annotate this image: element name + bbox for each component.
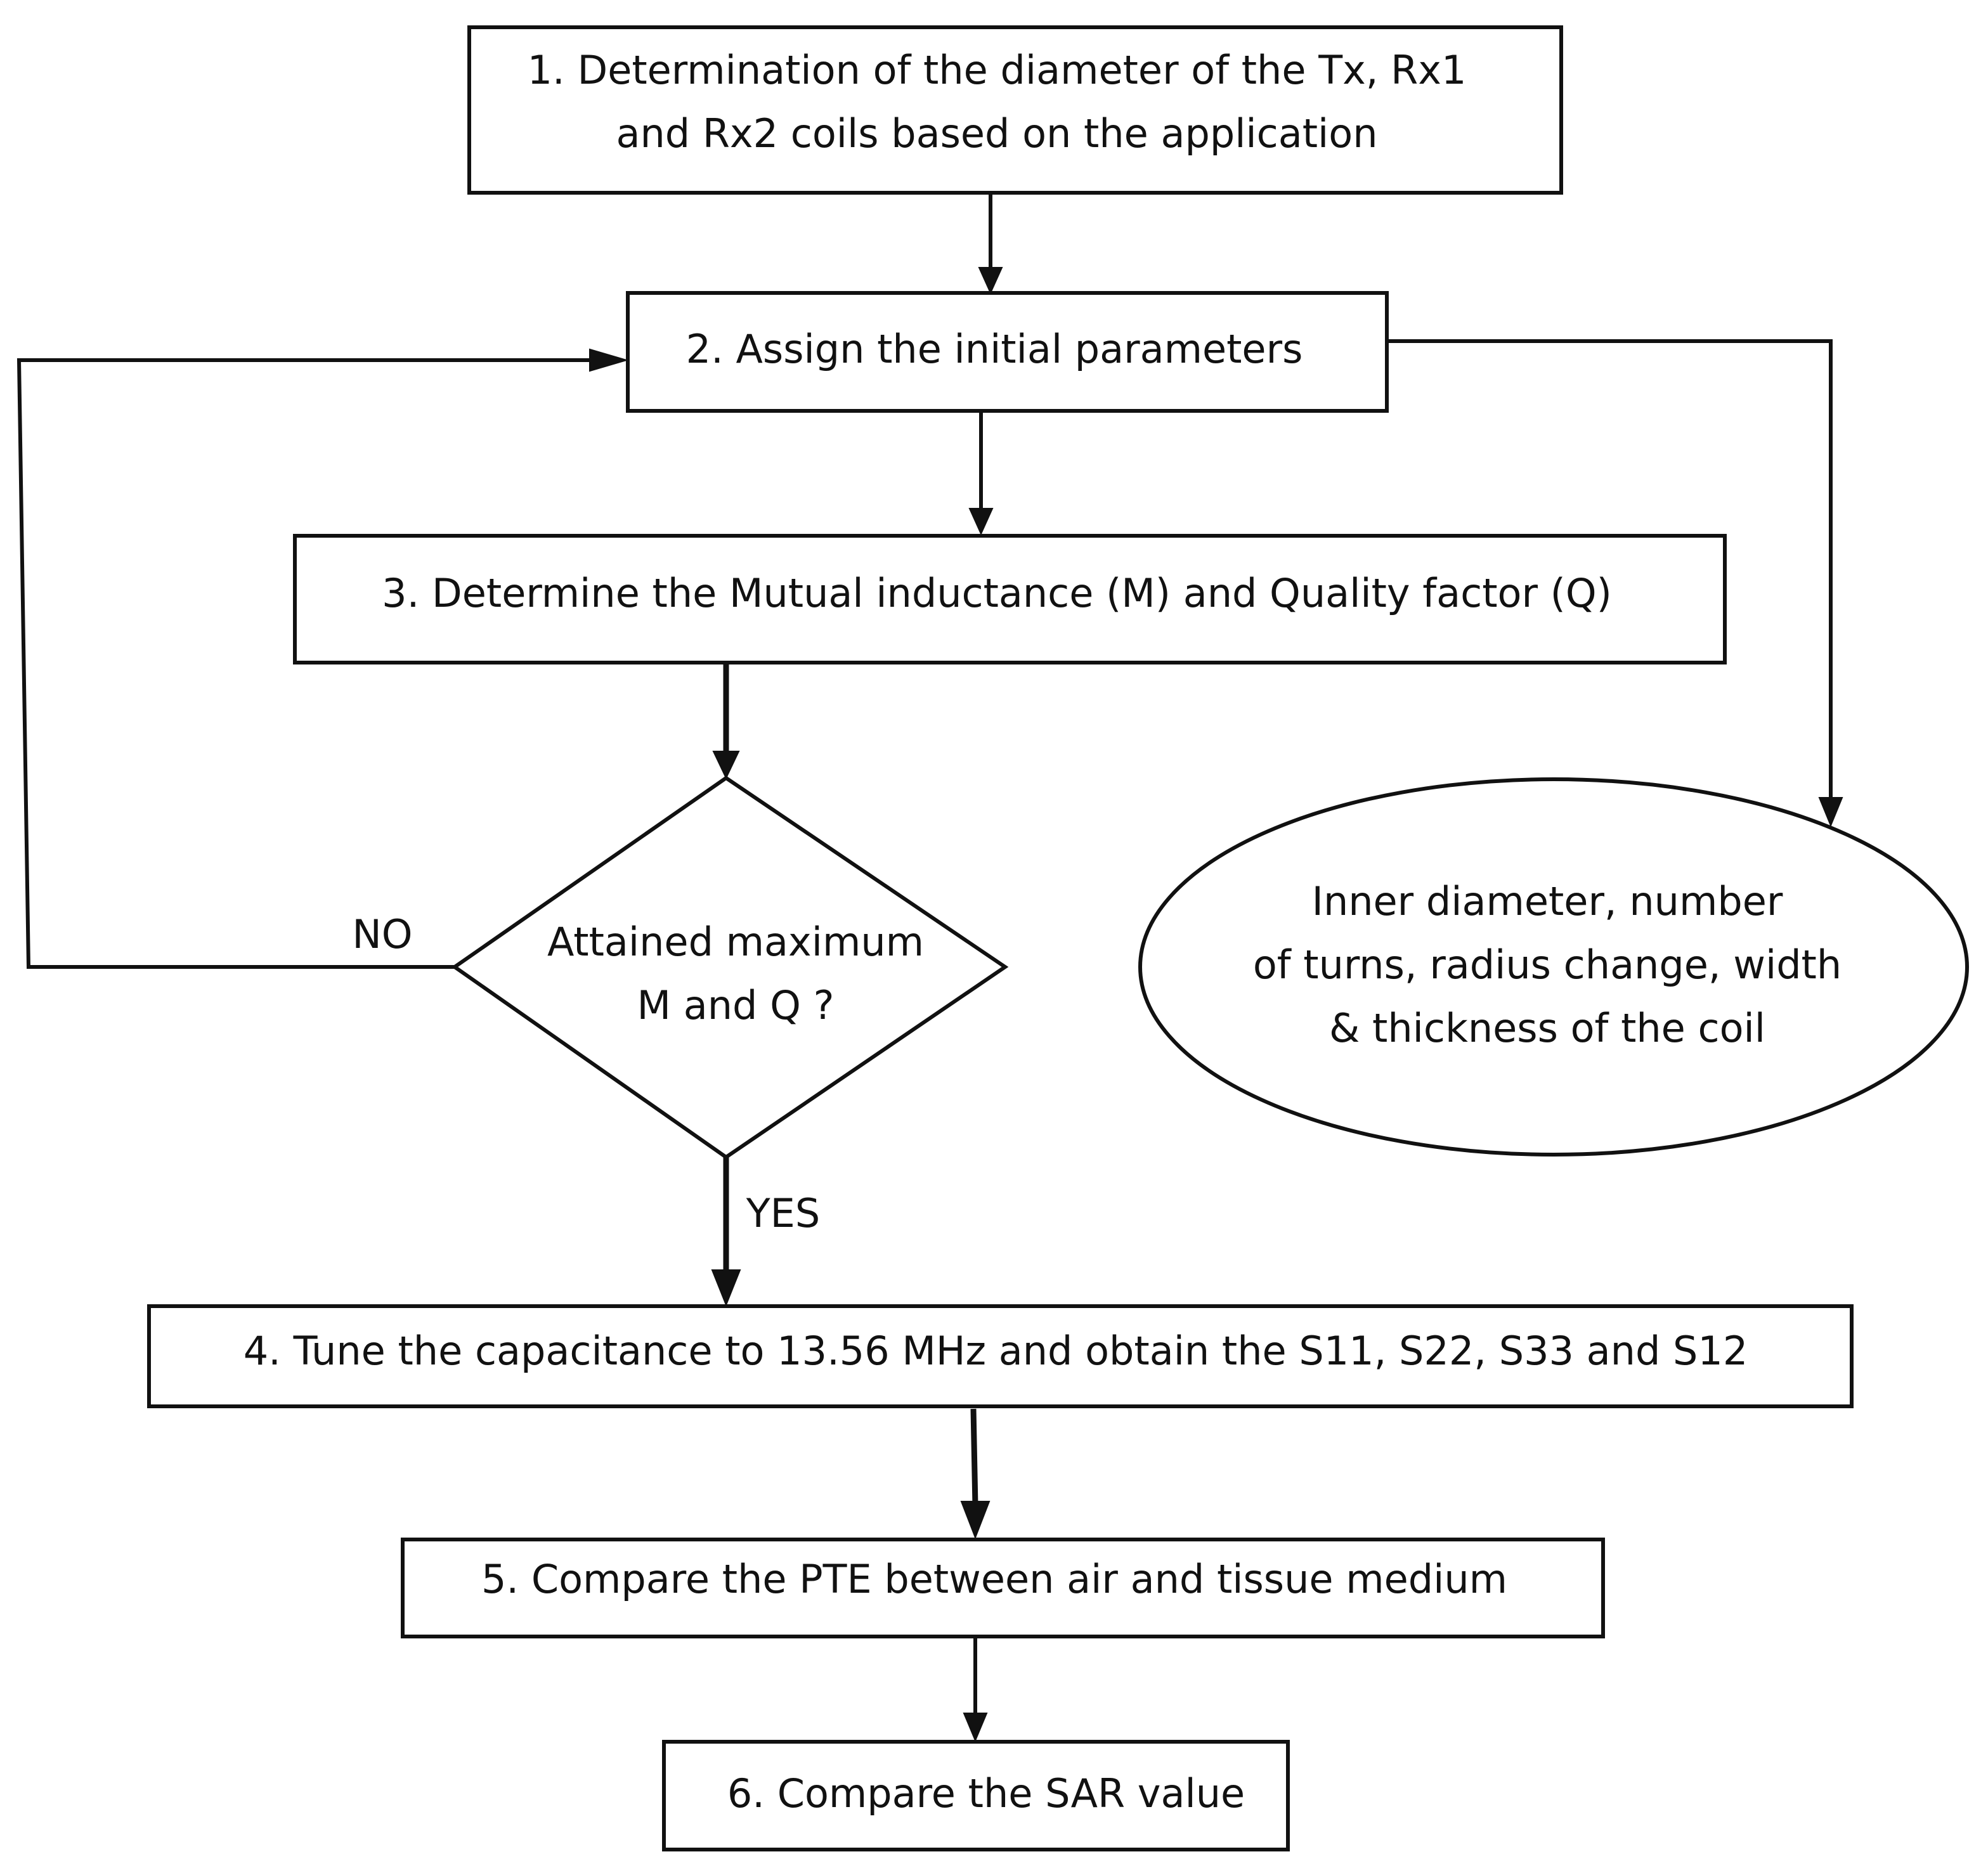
no-label: NO [352,911,412,957]
step5-label: 5. Compare the PTE between air and tissu… [481,1556,1507,1602]
parameters-line3: & thickness of the coil [1329,1005,1765,1051]
step1-box: 1. Determination of the diameter of the … [467,25,1563,195]
arrowhead-step3-top [968,508,994,536]
step5-box: 5. Compare the PTE between air and tissu… [401,1538,1605,1638]
decision-line1: Attained maximum [547,919,924,965]
arrowhead-step2-left [589,348,629,372]
decision-diamond: Attained maximum M and Q ? [451,775,1009,1160]
step3-box: 3. Determine the Mutual inductance (M) a… [293,534,1727,664]
connector-step2-to-parameters [1389,339,1833,802]
step4-label: 4. Tune the capacitance to 13.56 MHz and… [244,1328,1748,1374]
arrow-step4-to-step5 [970,1408,978,1507]
step3-label: 3. Determine the Mutual inductance (M) a… [382,570,1612,616]
connectors [16,195,1843,1742]
arrowhead-decision-top [712,751,740,780]
parameters-ellipse: Inner diameter, number of turns, radius … [1138,777,1969,1157]
arrowhead-step2-top [978,267,1003,295]
step1-line2: and Rx2 coils based on the application [616,110,1377,157]
decision-line2: M and Q ? [637,982,835,1028]
step6-box: 6. Compare the SAR value [662,1740,1290,1851]
arrowhead-step4-top [711,1269,741,1307]
parameters-line1: Inner diameter, number [1312,878,1783,924]
arrowhead-parameters-top [1818,797,1843,827]
step4-box: 4. Tune the capacitance to 13.56 MHz and… [147,1304,1854,1408]
yes-label: YES [746,1190,820,1236]
loop-no-to-step2 [16,358,596,969]
step2-label: 2. Assign the initial parameters [686,326,1303,372]
step1-line1: 1. Determination of the diameter of the … [528,47,1467,93]
arrowhead-step6-top [963,1713,988,1742]
step2-box: 2. Assign the initial parameters [626,291,1389,413]
step6-label: 6. Compare the SAR value [727,1770,1245,1817]
parameters-line2: of turns, radius change, width [1253,942,1842,988]
arrowhead-step5-top [960,1501,991,1539]
